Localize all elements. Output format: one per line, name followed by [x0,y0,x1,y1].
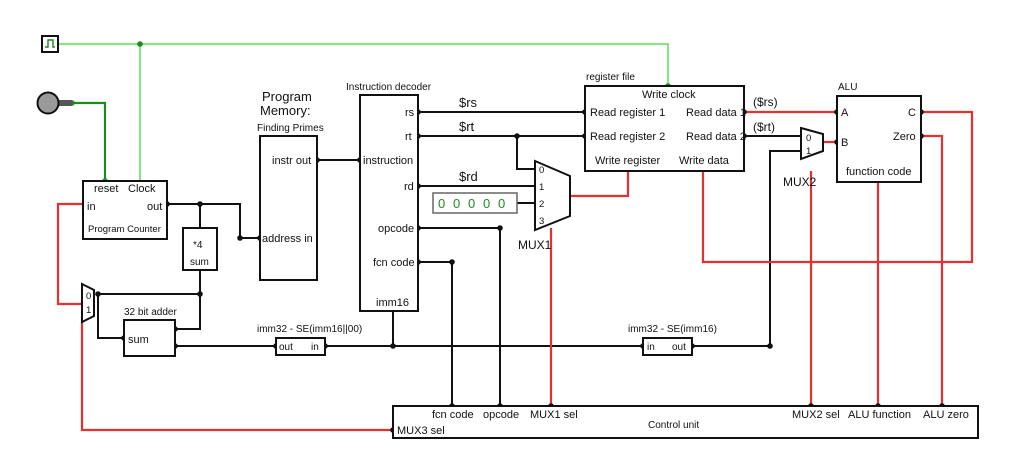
decoder-imm16: imm16 [376,297,409,309]
shift-left-in: in [311,342,319,353]
mux2-in1: 1 [806,146,811,157]
register-file-read-register-1: Read register 1 [590,107,665,119]
control-unit-title: Control unit [648,420,699,431]
decoder-fcn-code: fcn code [373,257,415,269]
times-four-label: *4 [193,240,203,251]
mux1-name: MUX1 [518,238,552,252]
control-mux1-sel: MUX1 sel [530,409,578,421]
control-alu-function: ALU function [848,409,911,421]
read-data-1-signal-label: ($rs) [753,95,778,109]
constant-zero-digit: 0 [438,196,445,211]
decoder-title: Instruction decoder [346,82,432,93]
control-alu-zero: ALU zero [923,409,969,421]
signal-rd-label: $rd [459,169,478,184]
memory-address-in: address in [262,233,313,245]
register-file-title: register file [586,72,635,83]
push-button-icon [36,91,60,115]
decoder-rs: rs [405,107,415,119]
sign-extend-block[interactable]: imm32 - SE(imm16) in out [628,324,717,356]
sign-extend-out: out [672,342,686,353]
adder-block[interactable]: 32 bit adder sum [123,307,177,357]
constant-zero-digit: 0 [468,196,475,211]
mux3-in0: 0 [86,291,91,302]
control-mux2-sel: MUX2 sel [792,409,840,421]
square-wave-icon [45,39,55,48]
pc-clock-label: Clock [128,183,156,195]
times-four-sum: sum [190,257,209,268]
constant-zero-digit: 0 [453,196,460,211]
mux2-in0: 0 [806,133,811,144]
register-file[interactable]: register file Write clock Read register … [584,72,746,172]
adder-sum: sum [128,334,149,346]
mux1-in1: 1 [539,182,544,193]
decoder-rt: rt [405,131,412,143]
decoder-opcode: opcode [378,223,414,235]
mux2[interactable]: 0 1 MUX2 [783,126,824,189]
mux3[interactable]: 0 1 [81,282,95,324]
sign-extend-label: imm32 - SE(imm16) [628,324,717,335]
mux1-in0: 0 [539,165,544,176]
memory-subtitle: Finding Primes [257,123,324,134]
input-button[interactable] [36,91,73,115]
register-file-write-data: Write data [679,155,730,167]
shift-left-out: out [279,342,293,353]
constant-zero-digit: 0 [483,196,490,211]
alu-b-label: B [841,137,848,149]
read-data-2-signal-label: ($rt) [753,120,775,134]
register-file-read-data-1: Read data 1 [686,107,746,119]
program-counter[interactable]: reset Clock in out Program Counter [82,180,168,240]
alu[interactable]: ALU A B C Zero function code [836,82,922,183]
mux1-in3: 3 [539,216,544,227]
pc-out-label: out [147,201,162,213]
signal-rs-label: $rs [459,95,478,110]
clock-source[interactable] [41,35,59,53]
alu-title: ALU [838,82,857,93]
constant-zero-digit: 0 [498,196,505,211]
mux1-in2: 2 [539,199,544,210]
decoder-rd: rd [404,181,414,193]
control-unit[interactable]: fcn code opcode MUX1 sel MUX2 sel ALU fu… [392,405,979,439]
pc-reset-label: reset [94,183,118,195]
mux3-in1: 1 [86,305,91,316]
alu-a-label: A [841,107,849,119]
register-file-read-data-2: Read data 2 [686,131,746,143]
reset-wires [72,101,107,181]
alu-function-code: function code [846,166,911,178]
mux2-name: MUX2 [783,175,817,189]
times-four-block[interactable]: *4 sum [182,227,218,271]
register-file-write-clock: Write clock [642,89,696,101]
memory-instr-out: instr out [272,155,311,167]
mux1[interactable]: 0 1 2 3 MUX1 [518,159,571,252]
clock-wires [58,42,670,181]
memory-title-line1: Program [262,89,312,104]
pc-in-label: in [87,201,96,213]
signal-rt-label: $rt [459,119,475,134]
red-wires [56,110,974,432]
alu-c-label: C [908,107,916,119]
instruction-decoder[interactable]: Instruction decoder rs rt instruction rd… [346,82,432,312]
pc-title: Program Counter [88,224,161,235]
control-opcode: opcode [483,409,519,421]
control-mux3-sel: MUX3 sel [397,425,445,437]
program-memory[interactable]: Program Memory: Finding Primes instr out… [257,89,324,281]
control-fcn-code: fcn code [432,409,474,421]
register-file-read-register-2: Read register 2 [590,131,665,143]
memory-title-line2: Memory: [260,103,311,118]
shift-left-block[interactable]: imm32 - SE(imm16||00) out in [257,324,362,356]
alu-zero-label: Zero [893,131,916,143]
decoder-instruction: instruction [363,155,413,167]
constant-zero: 0 0 0 0 0 [432,192,518,214]
adder-title: 32 bit adder [124,307,177,318]
register-file-write-register: Write register [595,155,661,167]
sign-extend-in: in [647,342,655,353]
shift-left-label: imm32 - SE(imm16||00) [257,324,362,335]
